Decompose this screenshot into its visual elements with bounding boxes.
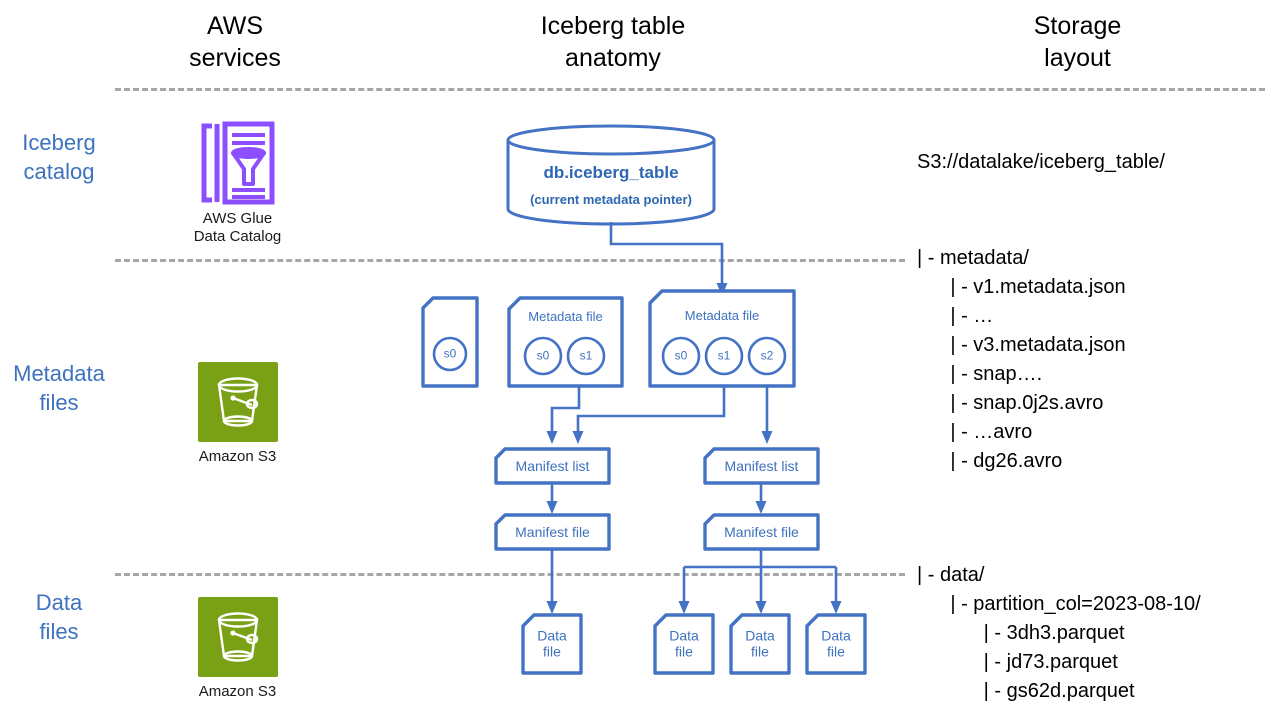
storage-tree-line: | - jd73.parquet <box>917 651 1118 673</box>
aws-glue-data-catalog: AWS Glue Data Catalog <box>160 121 315 247</box>
storage-tree-line: | - v3.metadata.json <box>917 334 1126 356</box>
aws-glue-icon <box>200 121 276 205</box>
storage-tree-line: | - snap.0j2s.avro <box>917 392 1104 414</box>
amazon-s3-metadata: Amazon S3 <box>160 362 315 466</box>
manifest-list-label: Manifest list <box>724 458 799 474</box>
manifest-file-label: Manifest file <box>515 524 590 540</box>
divider-top <box>115 88 1265 91</box>
storage-tree-line: | - metadata/ <box>917 247 1029 269</box>
row-label-metadata-files: Metadata files <box>13 361 105 416</box>
storage-tree-line: | - …avro <box>917 421 1033 443</box>
catalog-pointer-note: (current metadata pointer) <box>530 192 692 207</box>
storage-metadata-tree: | - metadata/ | - v1.metadata.json | - …… <box>917 248 1126 471</box>
snapshot-label: s2 <box>760 348 774 363</box>
column-header-iceberg-anatomy: Iceberg table anatomy <box>540 12 686 72</box>
manifest-list-box-2: Manifest list <box>703 447 820 485</box>
snapshot-label: s0 <box>443 346 457 361</box>
snapshot-label: s0 <box>536 348 550 363</box>
manifest-file-box-1: Manifest file <box>494 513 611 551</box>
metadata-file-title: Metadata file <box>528 309 603 324</box>
manifest-file-box-2: Manifest file <box>703 513 820 551</box>
manifest-list-label: Manifest list <box>515 458 590 474</box>
connector-manifest-list-1-to-file-1 <box>545 483 565 515</box>
storage-tree-line: | - dg26.avro <box>917 450 1063 472</box>
storage-data-tree: | - data/ | - partition_col=2023-08-10/ … <box>917 565 1201 701</box>
storage-tree-line: | - v1.metadata.json <box>917 276 1126 298</box>
divider-metadata-data <box>115 573 905 576</box>
metadata-file-box-2: Metadata file s0 s1 <box>507 296 624 388</box>
amazon-s3-icon <box>197 362 278 442</box>
snapshot-circle-s2: s2 <box>747 336 787 376</box>
storage-tree-line: | - 3dh3.parquet <box>917 622 1125 644</box>
catalog-table-name: db.iceberg_table <box>543 163 679 182</box>
connector-snapshots-to-manifest-lists <box>500 386 840 448</box>
metadata-file-box-3: Metadata file s0 s1 s2 <box>648 289 796 388</box>
iceberg-catalog-table-cylinder: db.iceberg_table (current metadata point… <box>505 124 717 226</box>
snapshot-circle-s1: s1 <box>704 336 744 376</box>
row-label-iceberg-catalog: Iceberg catalog <box>22 130 96 185</box>
row-label-data-files: Data files <box>35 590 83 645</box>
manifest-file-label: Manifest file <box>724 524 799 540</box>
snapshot-circle-s1: s1 <box>566 336 606 376</box>
storage-tree-line: | - partition_col=2023-08-10/ <box>917 593 1201 615</box>
metadata-file-box-1: s0 <box>421 296 479 388</box>
amazon-s3-caption-metadata: Amazon S3 <box>198 448 277 465</box>
column-header-aws-services: AWS services <box>189 12 281 72</box>
snapshot-circle-s0: s0 <box>661 336 701 376</box>
storage-tree-line: | - snap…. <box>917 363 1043 385</box>
storage-tree-line: | - gs62d.parquet <box>917 680 1135 702</box>
amazon-s3-data: Amazon S3 <box>160 597 315 701</box>
divider-catalog-metadata <box>115 259 905 262</box>
snapshot-label: s0 <box>674 348 688 363</box>
storage-root-path: S3://datalake/iceberg_table/ <box>917 151 1165 173</box>
amazon-s3-icon <box>197 597 278 677</box>
snapshot-label: s1 <box>579 348 593 363</box>
metadata-file-title: Metadata file <box>684 308 760 323</box>
aws-glue-caption: AWS Glue Data Catalog <box>193 210 282 246</box>
column-header-storage-layout: Storage layout <box>1033 12 1122 72</box>
snapshot-circle-s0: s0 <box>523 336 563 376</box>
snapshot-label: s1 <box>717 348 731 363</box>
manifest-list-box-1: Manifest list <box>494 447 611 485</box>
storage-tree-line: | - data/ <box>917 564 985 586</box>
storage-tree-line: | - … <box>917 305 994 327</box>
amazon-s3-caption-data: Amazon S3 <box>198 683 277 700</box>
connector-manifest-file-1-to-data-file-1 <box>545 549 565 615</box>
snapshot-circle-s0: s0 <box>432 336 468 372</box>
connector-manifest-list-2-to-file-2 <box>754 483 774 515</box>
connector-manifest-file-2-to-data-files <box>670 549 850 615</box>
